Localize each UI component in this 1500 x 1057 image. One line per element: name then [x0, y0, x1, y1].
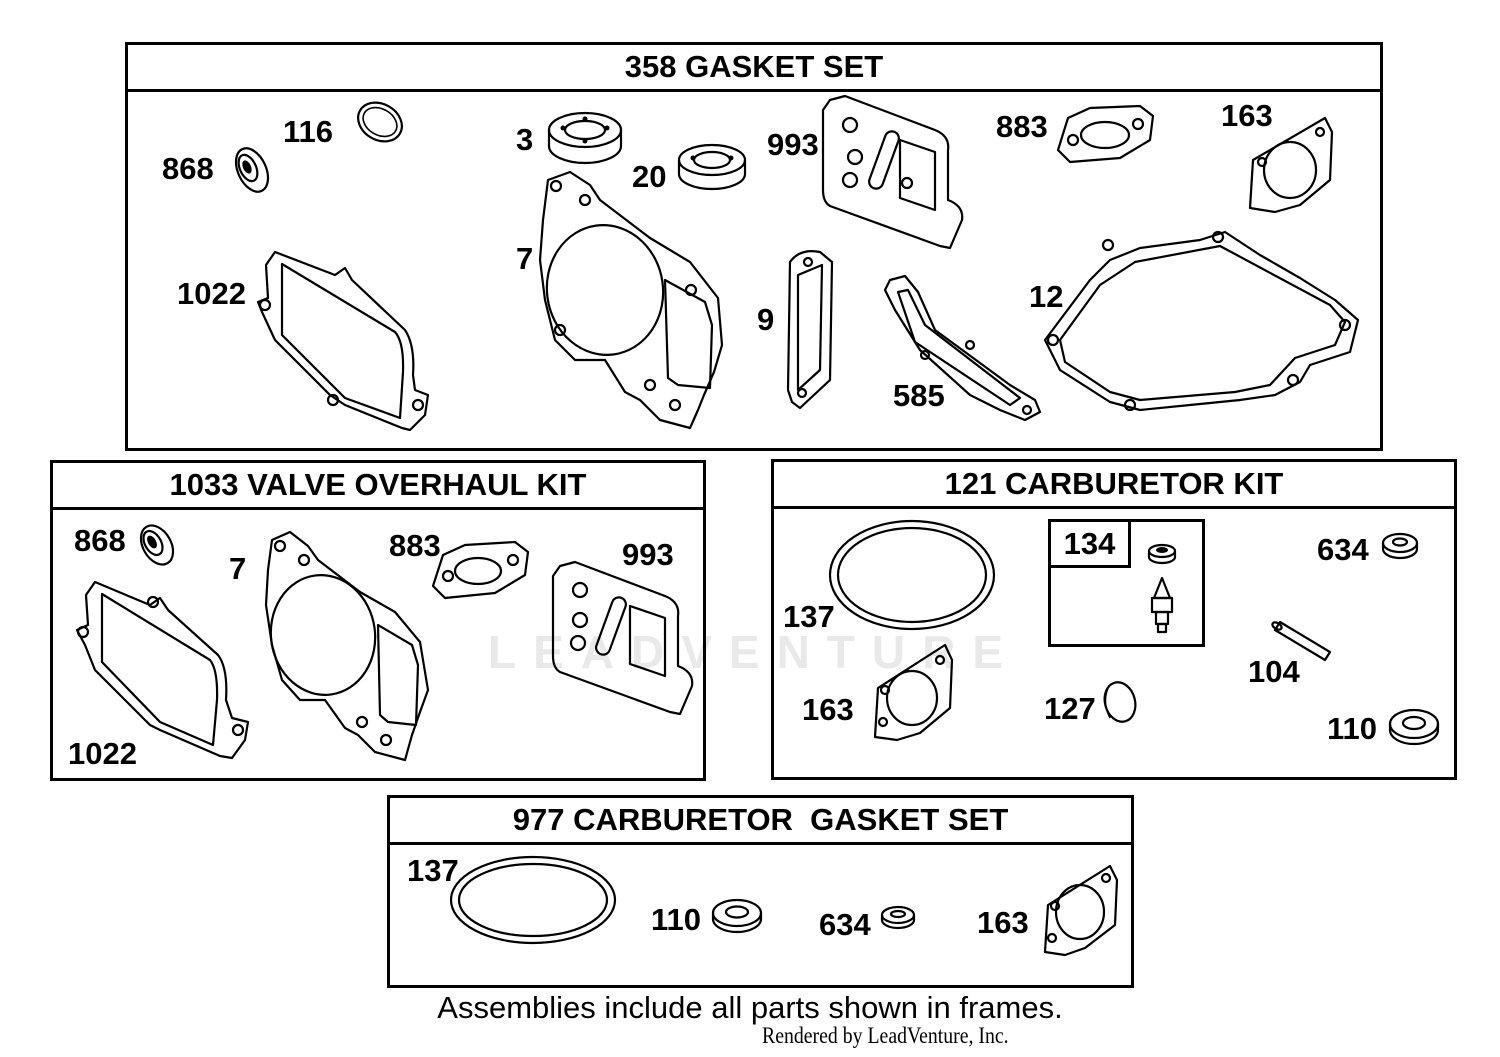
part-104-pin — [1271, 620, 1332, 662]
part-993-gasket-valve-kit — [551, 560, 694, 716]
frame-title-carb-gasket-set: 977 CARBURETOR GASKET SET — [390, 798, 1131, 845]
part-134-needle-seat — [1147, 543, 1177, 634]
gasket-set-frame: 358 GASKET SET — [125, 42, 1383, 451]
label-163-carb-kit: 163 — [802, 692, 854, 727]
label-993: 993 — [767, 127, 819, 162]
part-12-crankcase-gasket — [1043, 230, 1360, 412]
label-1022-valve-kit: 1022 — [68, 736, 137, 771]
part-7-head-gasket — [538, 170, 724, 430]
part-634-washer — [1381, 532, 1419, 560]
label-585: 585 — [893, 378, 945, 413]
part-9-gasket — [786, 250, 834, 410]
label-634: 634 — [1317, 532, 1369, 567]
label-104: 104 — [1248, 654, 1300, 689]
assemblies-note: Assemblies include all parts shown in fr… — [437, 990, 1063, 1025]
part-137-o-ring — [828, 519, 996, 631]
watermark: LEADVENTURE — [488, 626, 1021, 678]
part-163-gasket — [1248, 116, 1334, 214]
label-12: 12 — [1029, 279, 1064, 314]
label-1022: 1022 — [177, 276, 246, 311]
part-163-gasket-carb-kit — [873, 643, 954, 742]
label-634-gasket-set: 634 — [819, 907, 871, 942]
part-883-gasket-valve-kit — [431, 540, 530, 600]
label-868-valve-kit: 868 — [74, 523, 126, 558]
part-7-head-gasket-valve-kit — [264, 530, 430, 762]
part-585-gasket — [883, 274, 1042, 422]
label-110: 110 — [1327, 711, 1378, 746]
carb-kit-frame: 121 CARBURETOR KIT — [771, 459, 1457, 780]
label-163: 163 — [1221, 98, 1273, 133]
valve-kit-frame: 1033 VALVE OVERHAUL KIT — [50, 460, 706, 781]
part-3-oil-seal — [547, 111, 623, 165]
label-137-gasket-set: 137 — [407, 853, 459, 888]
label-868: 868 — [162, 151, 214, 186]
part-868-seal — [234, 147, 270, 193]
label-163-gasket-set: 163 — [977, 905, 1029, 940]
label-3: 3 — [516, 122, 534, 157]
label-116: 116 — [283, 114, 334, 149]
label-127: 127 — [1044, 691, 1096, 726]
frame-title-carb-kit: 121 CARBURETOR KIT — [774, 462, 1454, 509]
label-883-valve-kit: 883 — [389, 528, 441, 563]
part-634-washer-gasket-set — [880, 905, 916, 930]
part-163-gasket-gasket-set — [1043, 864, 1119, 957]
carb-gasket-set-frame: 977 CARBURETOR GASKET SET — [387, 795, 1134, 988]
label-7-valve-kit: 7 — [229, 551, 247, 586]
label-9: 9 — [757, 302, 775, 337]
frame-title-valve-kit: 1033 VALVE OVERHAUL KIT — [53, 463, 703, 510]
part-116-o-ring — [357, 101, 403, 143]
label-993-valve-kit: 993 — [622, 537, 674, 572]
credit-line: Rendered by LeadVenture, Inc. — [762, 1023, 1009, 1048]
label-110-gasket-set: 110 — [651, 902, 702, 937]
part-1022-gasket-valve-kit — [75, 580, 250, 760]
label-883: 883 — [996, 109, 1048, 144]
label-20: 20 — [632, 159, 667, 194]
label-7: 7 — [516, 241, 534, 276]
part-20-oil-seal — [677, 143, 747, 191]
part-883-gasket — [1056, 104, 1155, 164]
subframe-title-134: 134 — [1051, 522, 1131, 568]
carb-kit-subframe: 134 — [1048, 519, 1205, 647]
part-868-seal-valve-kit — [139, 524, 175, 566]
part-137-o-ring-gasket-set — [449, 855, 617, 945]
part-110-washer-gasket-set — [711, 898, 763, 934]
part-1022-gasket — [256, 250, 430, 432]
frame-title-gasket-set: 358 GASKET SET — [128, 45, 1380, 92]
part-110-washer — [1388, 708, 1440, 746]
label-137: 137 — [783, 599, 835, 634]
part-993-gasket — [821, 94, 964, 250]
part-127-plug — [1103, 681, 1137, 723]
